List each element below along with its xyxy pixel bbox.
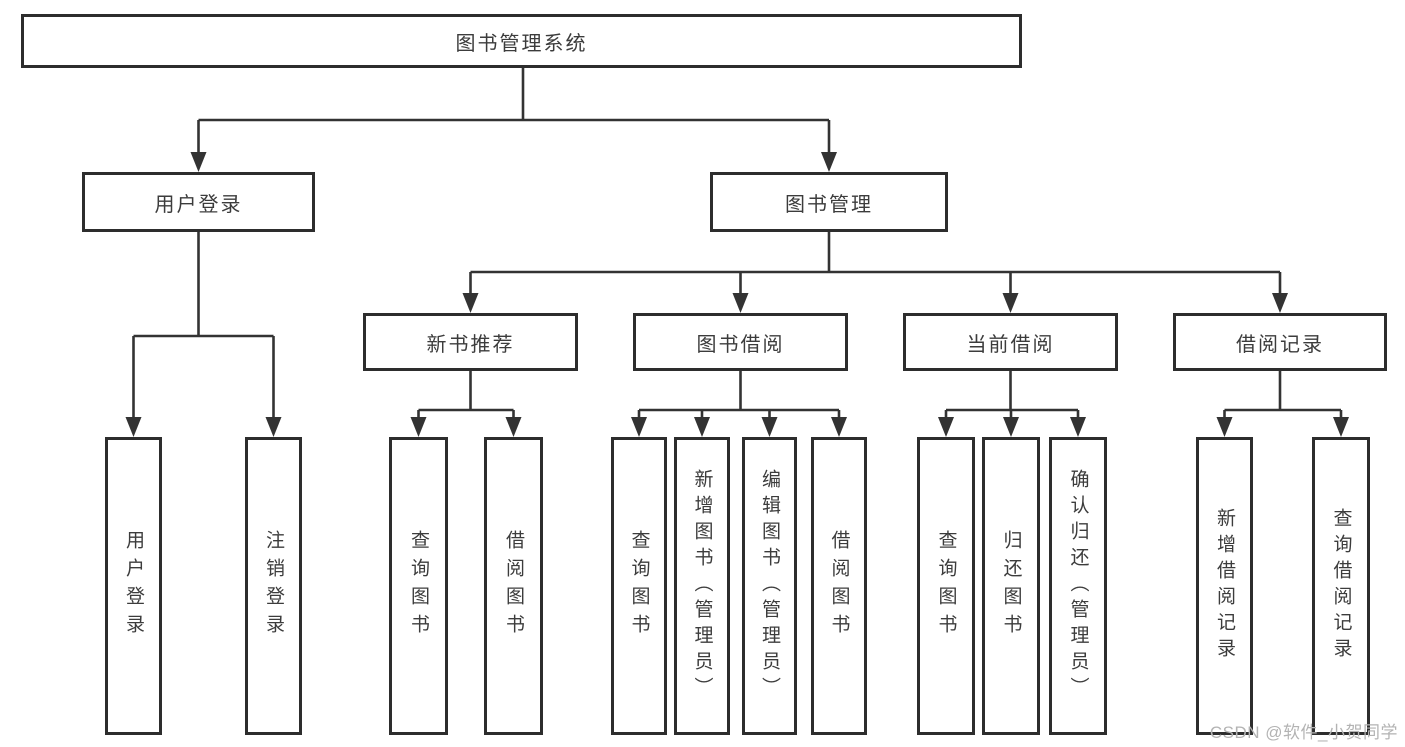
node-current-borrowing: 当前借阅 — [903, 313, 1118, 371]
leaf-confirm-return-admin: 确认归还（管理员） — [1049, 437, 1107, 735]
leaf-query-books-borrowing: 查询图书 — [611, 437, 667, 735]
leaf-borrow-books-recommend: 借阅图书 — [484, 437, 543, 735]
node-new-book-recommend: 新书推荐 — [363, 313, 578, 371]
leaf-add-book-admin: 新增图书（管理员） — [674, 437, 730, 735]
watermark: CSDN @软件_小贺同学 — [1209, 723, 1398, 742]
node-library-system: 图书管理系统 — [21, 14, 1022, 68]
leaf-add-borrow-record: 新增借阅记录 — [1196, 437, 1253, 735]
node-borrowing-records: 借阅记录 — [1173, 313, 1387, 371]
leaf-edit-book-admin: 编辑图书（管理员） — [742, 437, 797, 735]
leaf-query-books-recommend: 查询图书 — [389, 437, 448, 735]
leaf-query-books-current: 查询图书 — [917, 437, 975, 735]
node-book-borrowing: 图书借阅 — [633, 313, 848, 371]
node-book-management: 图书管理 — [710, 172, 948, 232]
leaf-return-books: 归还图书 — [982, 437, 1040, 735]
leaf-query-borrow-record: 查询借阅记录 — [1312, 437, 1370, 735]
leaf-borrow-books-borrowing: 借阅图书 — [811, 437, 867, 735]
node-user-login: 用户登录 — [82, 172, 315, 232]
leaf-user-login: 用户登录 — [105, 437, 162, 735]
leaf-logout: 注销登录 — [245, 437, 302, 735]
